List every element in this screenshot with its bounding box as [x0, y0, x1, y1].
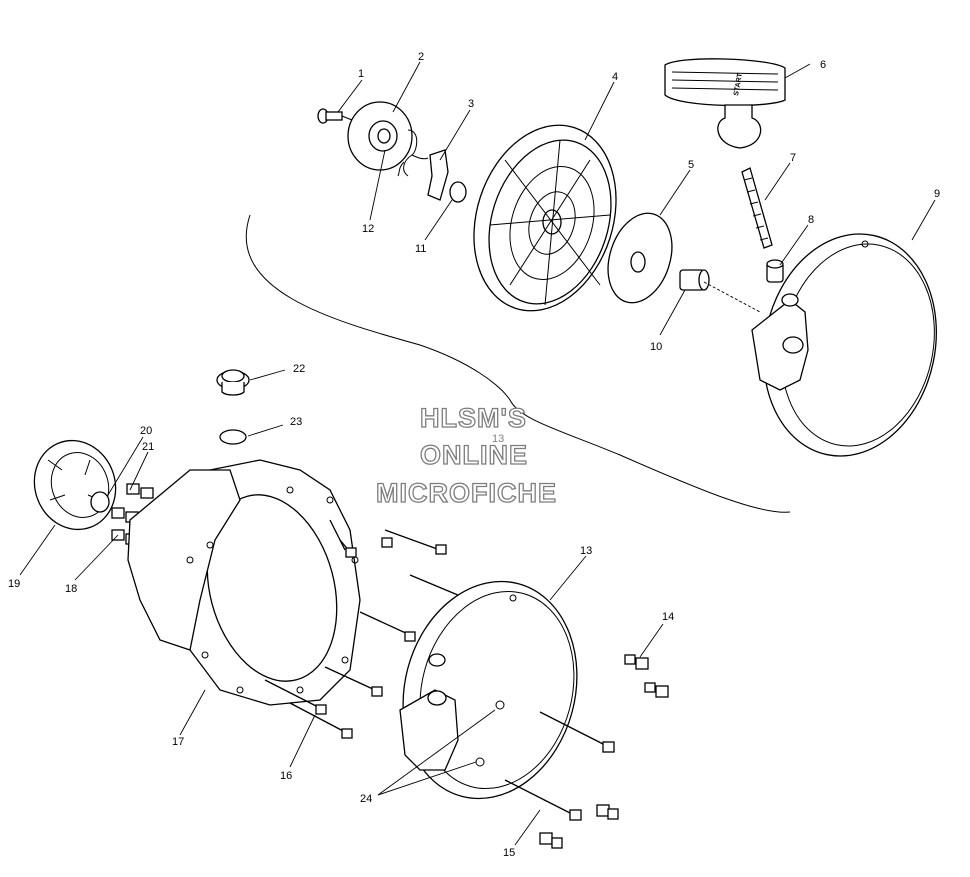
callout-16: 16 [280, 770, 292, 782]
handle-start-text: START [733, 72, 744, 96]
callout-21: 21 [142, 441, 154, 453]
part-3-pawl [427, 149, 449, 201]
watermark-line-2: ONLINE [420, 440, 528, 470]
callout-13: 13 [580, 545, 592, 557]
part-19-cup [33, 439, 117, 531]
part-2-plate [347, 101, 413, 171]
callout-17: 17 [172, 736, 184, 748]
watermark-line-3: MICROFICHE [376, 478, 557, 508]
watermark-line-1: HLSM'S [420, 403, 527, 433]
callout-3: 3 [468, 98, 474, 110]
part-10-bushing [679, 269, 761, 313]
part-8-insert [766, 259, 784, 283]
callout-14: 14 [662, 611, 674, 623]
part-15-bolts [504, 711, 619, 849]
callout-15: 15 [503, 847, 515, 859]
part-9-housing [751, 233, 937, 457]
part-7-rope [741, 167, 773, 249]
callout-18: 18 [65, 583, 77, 595]
callout-23: 23 [290, 416, 302, 428]
part-22-plug [216, 369, 250, 396]
watermark: HLSM'S 13 ONLINE MICROFICHE [375, 402, 557, 508]
callout-5: 5 [688, 159, 694, 171]
part-11-ring [449, 181, 467, 203]
callout-12: 12 [362, 223, 374, 235]
part-14-bolts [624, 654, 669, 698]
callout-4: 4 [612, 71, 618, 83]
part-5-washer [607, 212, 673, 304]
assembly-outline-curve [245, 214, 791, 513]
callout-9: 9 [934, 188, 940, 200]
callout-8: 8 [808, 214, 814, 226]
part-20-washer [90, 491, 110, 513]
callout-19: 19 [8, 578, 20, 590]
callout-11: 11 [415, 243, 426, 255]
callout-6: 6 [820, 59, 826, 71]
part-16-bolts [264, 519, 471, 739]
watermark-overlap-13: 13 [492, 433, 504, 445]
part-1-screw [317, 108, 353, 124]
callout-20: 20 [140, 425, 152, 437]
part-12-spring [397, 129, 429, 177]
callout-10: 10 [650, 341, 662, 353]
part-23-oring [219, 429, 247, 445]
callout-2: 2 [418, 51, 424, 63]
part-13-cover [399, 580, 578, 800]
callout-7: 7 [790, 152, 796, 164]
callout-1: 1 [358, 68, 364, 80]
part-6-handle: START [664, 58, 786, 149]
callout-24: 24 [360, 793, 372, 805]
leader-lines [19, 61, 936, 846]
callout-22: 22 [293, 363, 305, 375]
callout-labels: 1 2 3 4 5 6 7 8 9 10 11 12 13 14 15 16 1… [8, 51, 940, 859]
part-4-pulley [473, 124, 617, 312]
part-17-adapter [127, 459, 361, 706]
